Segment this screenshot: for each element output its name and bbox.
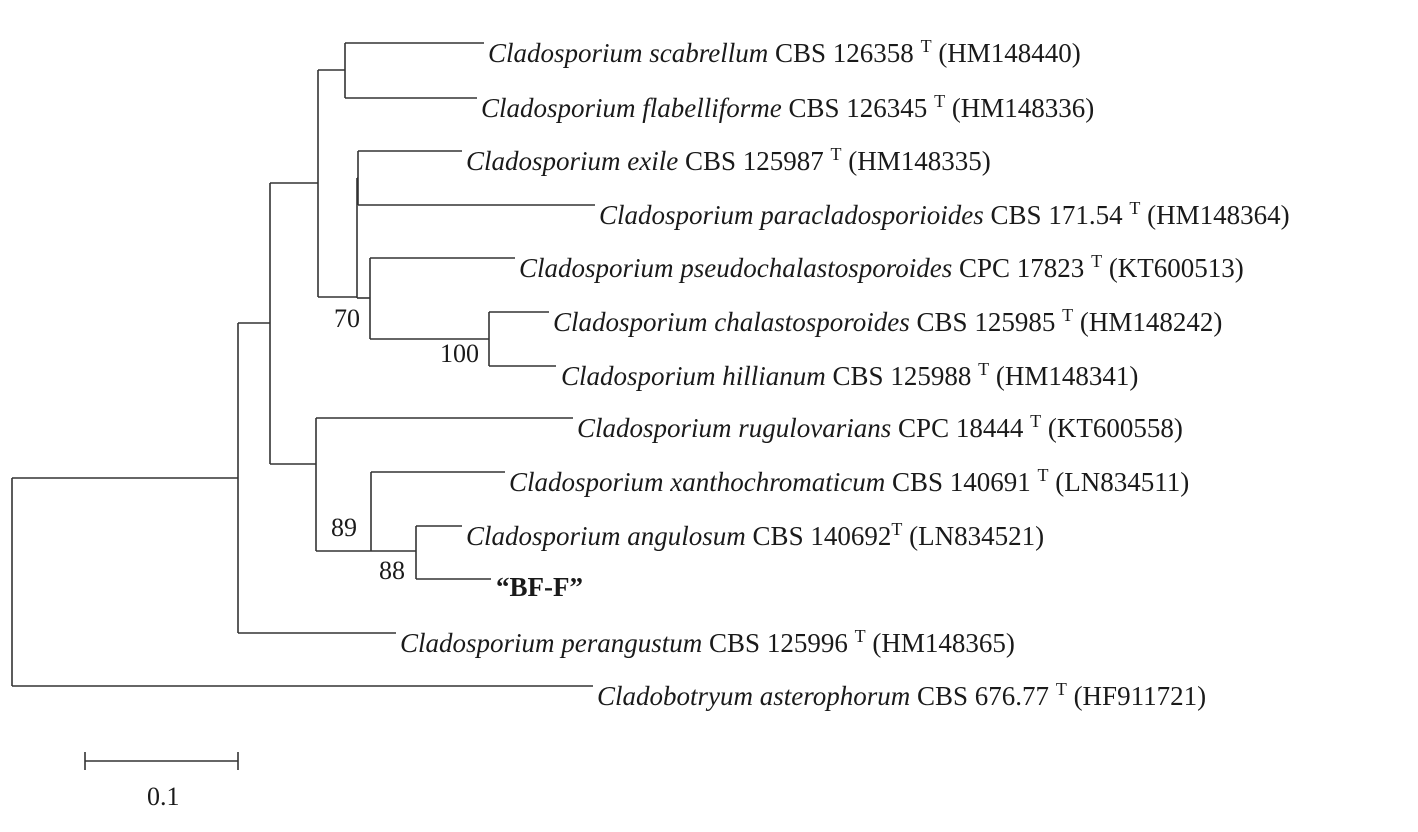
scale-bar-label: 0.1 — [147, 782, 180, 811]
tip-label-pseudochalastosporoides: Cladosporium pseudochalastosporoides CPC… — [519, 251, 1244, 283]
tip-label-bf-f: “BF-F” — [496, 572, 583, 602]
support-value-88: 88 — [379, 556, 405, 585]
tip-labels: Cladosporium scabrellum CBS 126358 T (HM… — [400, 36, 1290, 711]
tip-label-hillianum: Cladosporium hillianum CBS 125988 T (HM1… — [561, 359, 1138, 391]
support-value-89: 89 — [331, 513, 357, 542]
tip-label-exile: Cladosporium exile CBS 125987 T (HM14833… — [466, 144, 991, 176]
tip-label-perangustum: Cladosporium perangustum CBS 125996 T (H… — [400, 626, 1015, 658]
support-value-70: 70 — [334, 304, 360, 333]
support-values: 70 100 89 88 — [331, 304, 479, 585]
scale-bar: 0.1 — [84, 752, 239, 811]
tip-label-asterophorum: Cladobotryum asterophorum CBS 676.77 T (… — [597, 679, 1206, 711]
tip-label-angulosum: Cladosporium angulosum CBS 140692T (LN83… — [466, 519, 1044, 551]
tree-branches — [11, 42, 595, 687]
support-value-100: 100 — [440, 339, 479, 368]
tip-label-chalastosporoides: Cladosporium chalastosporoides CBS 12598… — [553, 305, 1222, 337]
tip-label-flabelliforme: Cladosporium flabelliforme CBS 126345 T … — [481, 91, 1094, 123]
tip-label-paracladosporioides: Cladosporium paracladosporioides CBS 171… — [599, 198, 1290, 230]
tip-label-scabrellum: Cladosporium scabrellum CBS 126358 T (HM… — [488, 36, 1081, 68]
tip-label-rugulovarians: Cladosporium rugulovarians CPC 18444 T (… — [577, 411, 1183, 443]
tip-label-xanthochromaticum: Cladosporium xanthochromaticum CBS 14069… — [509, 465, 1189, 497]
